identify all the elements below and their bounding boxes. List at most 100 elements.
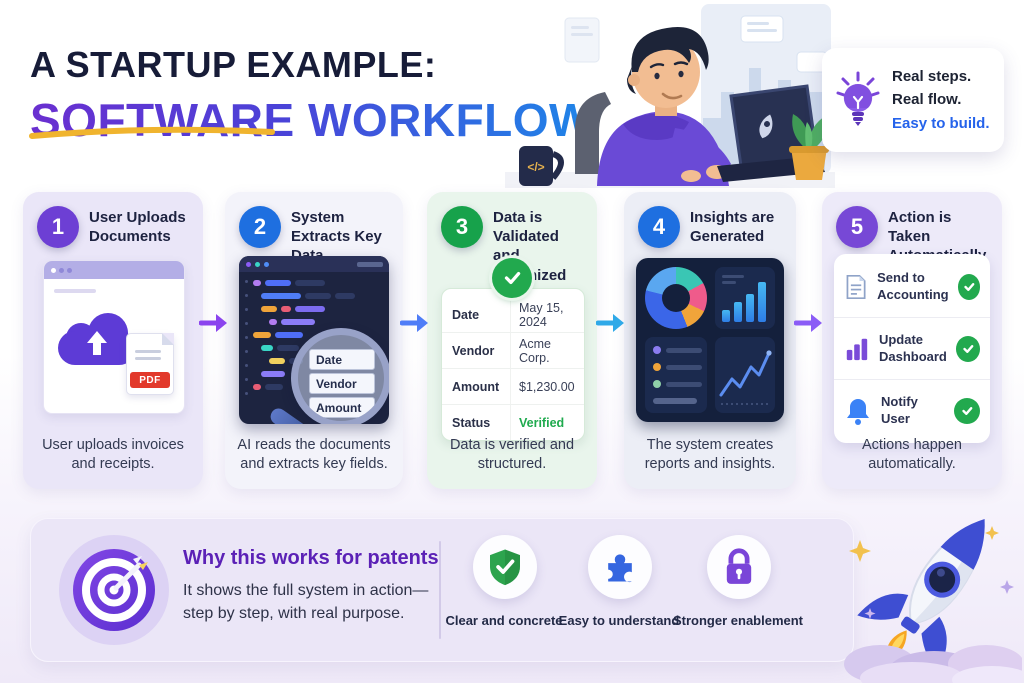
code-lines [253,280,355,390]
clouds [844,645,1022,683]
table-row: Status Verified [442,404,584,440]
step-3-number: 3 [455,214,469,239]
step-1-header: 1 User Uploads Documents [23,192,203,248]
lock-icon [726,548,752,584]
browser-title-bar [44,261,184,279]
step-5-caption: Actions happen automatically. [862,436,962,473]
window-dot [67,267,72,273]
shield-check-icon [490,549,520,586]
step-card-4: 4 Insights are Generated [624,192,796,489]
step-1-caption: User uploads invoices and receipts. [42,436,184,473]
badge-label: Clear and concrete [445,613,563,628]
code-editor-illustration: Date Vendor Amount [239,256,389,424]
step-5-number-badge: 5 [836,206,878,248]
eye [654,72,660,80]
automatic-actions-list: Send to Accounting Update Dashboard Noti… [834,254,990,443]
coffee-mug [519,146,553,186]
sparkles [849,526,1014,619]
action-row: Update Dashboard [834,317,990,379]
table-row: Vendor Acme Corp. [442,332,584,368]
table-row: Amount $1,230.00 [442,368,584,404]
editor-gutter [245,280,248,395]
step-3-number-badge: 3 [441,206,483,248]
lightbulb-icon [836,71,880,126]
pdf-file-icon: PDF [126,333,174,395]
tip-box: Real steps. Real flow. Easy to build. [822,48,1004,152]
action-row: Notify User [834,379,990,441]
page-title-line1: A STARTUP EXAMPLE: [30,44,437,86]
rocket-illustration [844,519,1022,683]
mug-code-label: </> [527,160,544,174]
step-2-number: 2 [253,214,267,239]
tip-line-2: Real flow. [892,91,962,109]
pdf-label: PDF [130,372,170,388]
step-card-1: 1 User Uploads Documents PDF User upload… [23,192,203,489]
step-2-number-badge: 2 [239,206,281,248]
puzzle-icon [603,554,632,583]
table-row: Date May 15, 2024 [442,297,584,332]
window-dot [59,267,64,273]
badge-label: Stronger enablement [672,613,804,628]
upload-window-illustration: PDF [43,260,185,414]
row-value: Acme Corp. [510,333,584,368]
page-title-line2: SOFTWARE WORKFLOW [30,93,593,146]
validated-check-icon [492,258,532,298]
step-card-5: 5 Action is Taken Automatically Send to … [822,192,1002,489]
eyebrow [649,63,665,69]
magnifier-glass: Date Vendor Amount [291,328,389,424]
target-icon [73,549,155,631]
magnifier-field: Amount [309,397,375,418]
magnifier-field: Vendor [309,373,375,394]
row-value: $1,230.00 [510,369,584,404]
check-icon [955,335,980,362]
donut-chart [645,267,707,329]
step-4-header: 4 Insights are Generated [624,192,796,248]
row-label: Status [452,415,491,430]
smile [661,92,683,100]
tip-line-3: Easy to build. [892,114,990,132]
laptop-rocket-logo [759,114,773,139]
check-icon [954,397,980,424]
row-label: Vendor [452,343,495,358]
check-icon [957,273,980,300]
arrow-right-icon [596,314,624,332]
step-1-number-badge: 1 [37,206,79,248]
step-4-title: Insights are Generated [690,209,775,246]
person-illustration: </> [505,4,835,188]
title-underline-swoosh [29,126,275,139]
action-label: Notify User [881,393,918,426]
arrow-right-icon [400,314,428,332]
step-4-number: 4 [652,214,666,239]
dashboard-illustration [636,258,784,422]
bar-chart-icon [846,338,868,360]
placeholder-text-line [54,289,96,293]
wall-poster [564,17,600,63]
hand [681,170,701,182]
window-dot [51,267,56,273]
validated-data-table: Date May 15, 2024 Vendor Acme Corp. Amou… [441,288,585,441]
step-card-3: 3 Data is Validated and Organized Date M… [427,192,597,489]
hood [623,113,689,140]
shield-badge [473,535,537,599]
tip-line-1: Real steps. [892,68,972,86]
bell-icon [847,398,869,425]
step-5-number: 5 [850,214,864,239]
legend-panel [645,337,707,413]
arrow-right-icon [199,314,227,332]
row-value-verified: Verified [510,405,584,440]
tip-text: Real steps. Real flow. Easy to build. [892,65,990,135]
step-1-title: User Uploads Documents [89,209,186,246]
footer-heading: Why this works for patents [183,547,439,569]
arrow-right-icon [794,314,822,332]
row-value: May 15, 2024 [510,297,584,332]
badge-label: Easy to understand [558,613,680,628]
puzzle-badge [588,535,652,599]
mug-handle [550,151,564,180]
step-2-header: 2 System Extracts Key Data [225,192,403,266]
step-card-2: 2 System Extracts Key Data [225,192,403,489]
chair [575,92,611,174]
hair [631,27,709,72]
step-2-caption: AI reads the documents and extracts key … [237,436,391,473]
action-row: Send to Accounting [834,256,990,317]
step-4-number-badge: 4 [638,206,680,248]
